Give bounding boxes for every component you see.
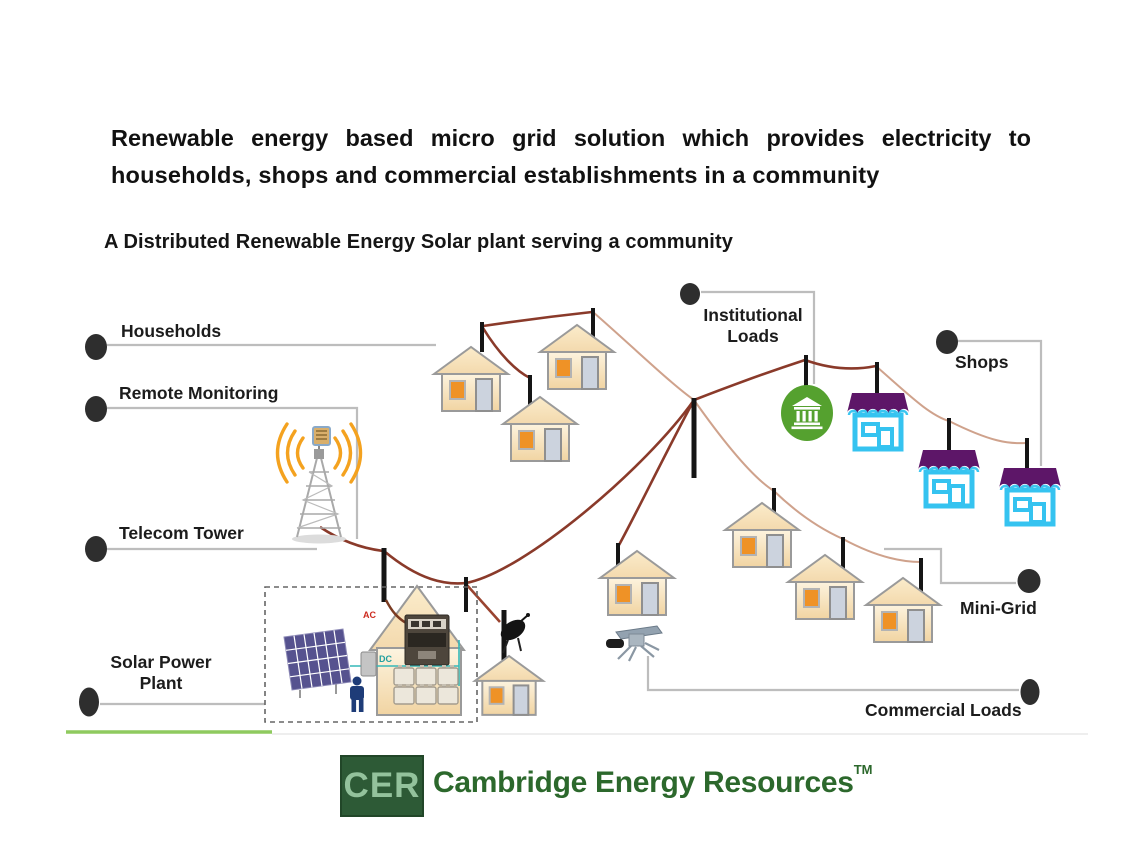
- callout-dot: [79, 687, 99, 717]
- company-name: Cambridge Energy ResourcesTM: [433, 762, 872, 800]
- callout-dot: [1017, 569, 1041, 593]
- callout-dot: [85, 536, 107, 562]
- dc-label: DC: [379, 654, 392, 664]
- cer-logo-text: CER: [343, 766, 421, 805]
- solar-power-plant-group: AC DC: [264, 584, 478, 723]
- house-door: [829, 586, 847, 620]
- house-window: [449, 380, 466, 400]
- house-window: [518, 430, 535, 450]
- house-window: [488, 686, 505, 705]
- house-icon: [430, 345, 512, 412]
- house-window: [881, 611, 898, 631]
- connector-mini-grid: [884, 547, 1016, 585]
- callout-shops: Shops: [955, 352, 1009, 372]
- diagram-subtitle: A Distributed Renewable Energy Solar pla…: [104, 231, 733, 253]
- institution-icon: [781, 385, 833, 441]
- utility-pole: [804, 355, 808, 395]
- callout-remote-monitoring: Remote Monitoring: [119, 383, 279, 403]
- utility-pole: [591, 308, 595, 342]
- cer-logo: CER: [340, 755, 424, 817]
- utility-pole: [464, 577, 468, 612]
- solar-array-icon: [283, 628, 352, 698]
- shop-awning: [918, 450, 980, 470]
- utility-pole: [1025, 438, 1029, 472]
- house-door: [512, 684, 530, 716]
- callout-solar-power-plant: Solar Power Plant: [110, 652, 212, 693]
- house-icon: [784, 553, 866, 620]
- callout-commercial-loads: Commercial Loads: [865, 700, 1022, 720]
- charge-controller-icon: [360, 651, 377, 677]
- house-icon: [596, 549, 678, 616]
- shops-layer: [847, 393, 1061, 527]
- house-window: [803, 588, 820, 608]
- callout-mini-grid: Mini-Grid: [960, 598, 1037, 618]
- shop-icon: [999, 468, 1061, 527]
- utility-pole: [919, 558, 923, 595]
- connector-remote-monitoring: [107, 406, 359, 539]
- callout-dot: [936, 330, 958, 354]
- utility-pole: [875, 362, 879, 397]
- house-icon: [721, 501, 803, 568]
- commercial-equipment-icon: [606, 625, 663, 662]
- house-window: [555, 358, 572, 378]
- house-door: [581, 356, 599, 390]
- house-door: [544, 428, 562, 462]
- battery-bank-icon: [393, 665, 459, 705]
- house-window: [740, 536, 757, 556]
- inverter-icon: [404, 614, 450, 666]
- house-icon: [536, 323, 618, 390]
- callout-connectors: [100, 290, 1043, 706]
- connector-institutional-loads: [701, 290, 816, 384]
- shop-icon: [918, 450, 980, 509]
- utility-pole: [528, 375, 532, 408]
- connector-commercial-loads: [646, 656, 1019, 692]
- houses-layer: [430, 323, 944, 716]
- page-title-line1: Renewable energy based micro grid soluti…: [111, 125, 1031, 151]
- callout-dot: [85, 396, 107, 422]
- utility-pole: [772, 488, 776, 522]
- house-door: [475, 378, 493, 412]
- page-title: Renewable energy based micro grid soluti…: [111, 120, 1031, 194]
- callout-dot: [85, 334, 107, 360]
- utility-pole: [841, 537, 845, 572]
- company-name-text: Cambridge Energy Resources: [433, 766, 854, 799]
- callout-dot: [1020, 679, 1040, 705]
- house-icon: [471, 654, 547, 716]
- callout-households: Households: [121, 321, 222, 341]
- house-door: [766, 534, 784, 568]
- trademark-symbol: TM: [853, 762, 873, 777]
- operator-person-icon: [350, 676, 364, 712]
- utility-poles: [381, 308, 1029, 662]
- callout-telecom-tower: Telecom Tower: [119, 523, 244, 543]
- ac-label: AC: [363, 610, 376, 620]
- page-title-line2: households, shops and commercial establi…: [111, 162, 880, 188]
- shop-awning: [847, 393, 909, 413]
- callout-dots: [79, 283, 1041, 717]
- utility-pole: [480, 322, 484, 352]
- house-icon: [499, 395, 581, 462]
- utility-pole: [691, 398, 697, 478]
- house-icon: [862, 576, 944, 643]
- utility-pole: [616, 543, 620, 580]
- solar-plant-dashed-box: [264, 586, 478, 723]
- telecom-tower-icon: [275, 422, 363, 544]
- satellite-dish-icon: [500, 613, 530, 654]
- house-door: [907, 609, 925, 643]
- shop-icon: [847, 393, 909, 452]
- utility-pole: [381, 548, 387, 602]
- utility-pole: [947, 418, 951, 452]
- connector-shops: [957, 339, 1043, 466]
- house-door: [641, 582, 659, 616]
- shop-awning: [999, 468, 1061, 488]
- callout-dot: [680, 283, 700, 305]
- house-window: [615, 584, 632, 604]
- monitoring-chip-icon: [312, 426, 331, 446]
- callout-institutional-loads: Institutional Loads: [703, 305, 803, 346]
- radio-waves-icon: [275, 422, 363, 484]
